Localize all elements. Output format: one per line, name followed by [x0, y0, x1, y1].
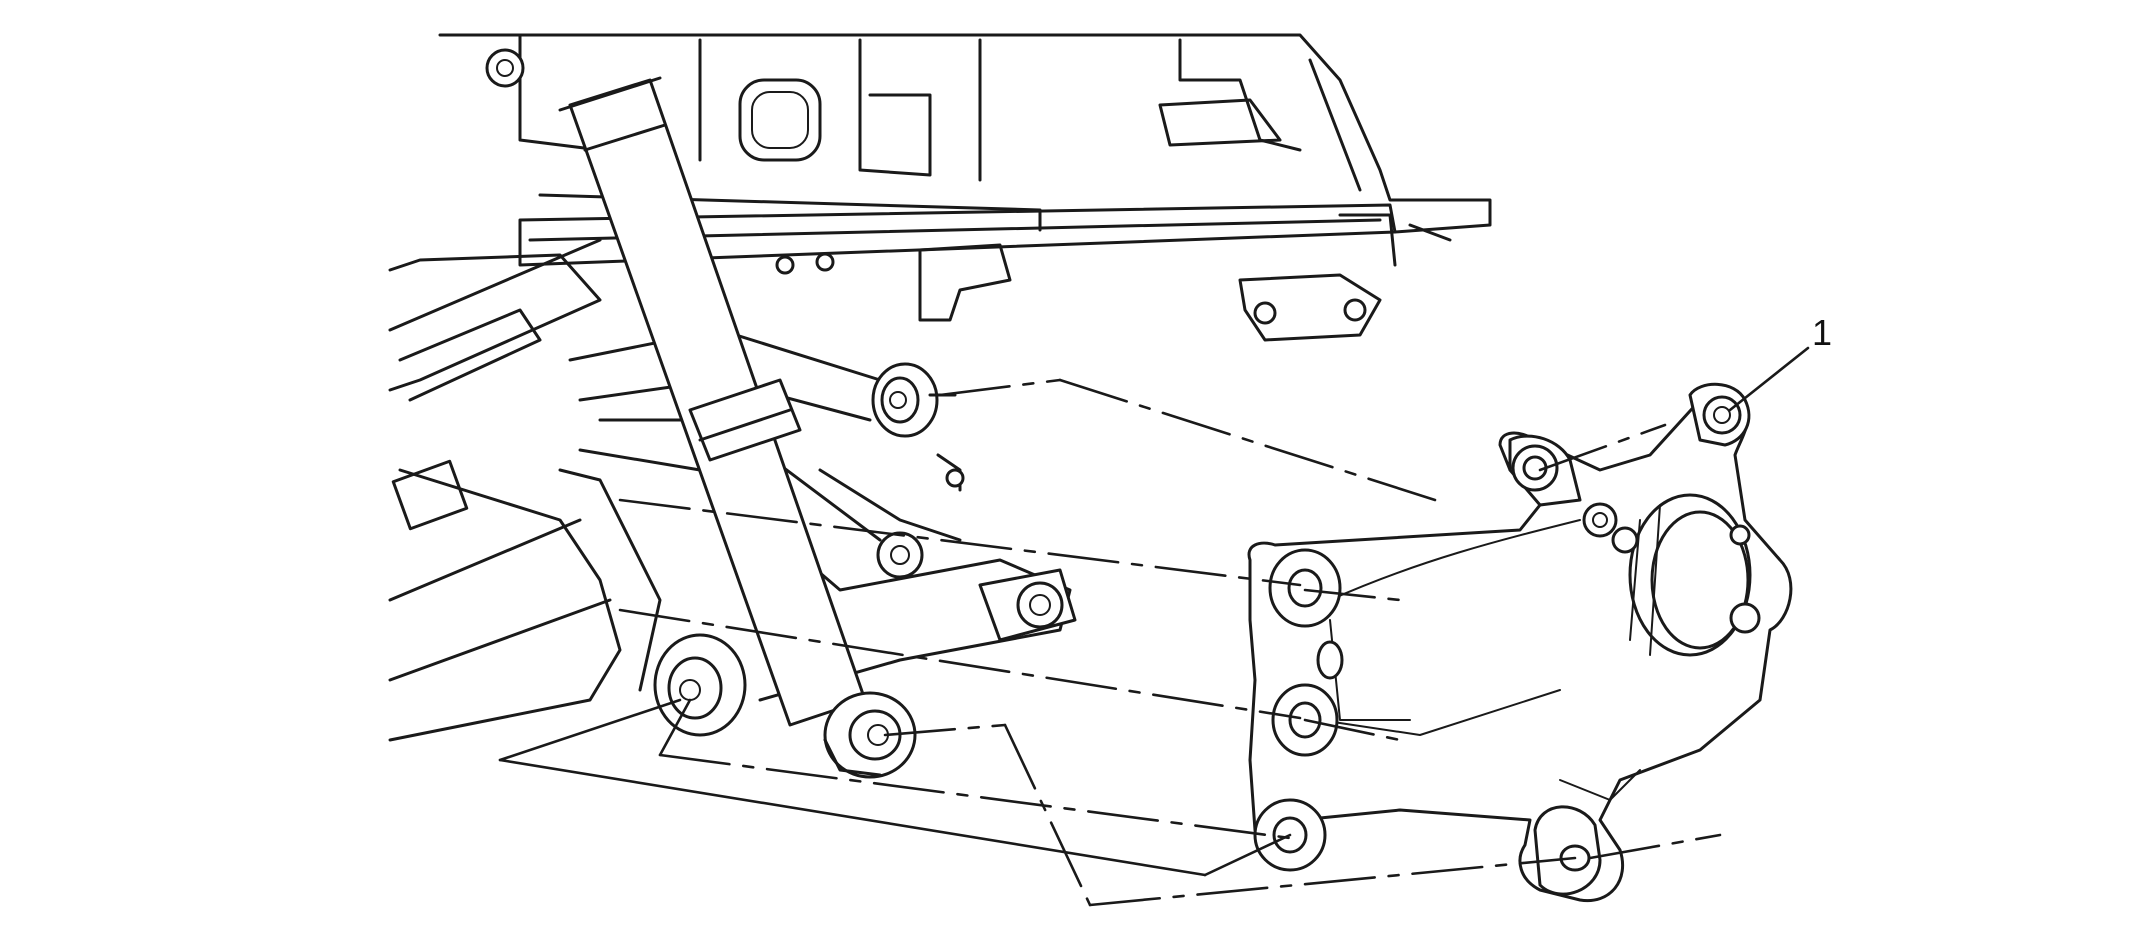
- vehicle-frame: [438, 33, 1492, 342]
- callout-1-label: 1: [1812, 312, 1832, 353]
- callout-1: 1: [1728, 312, 1832, 412]
- steering-knuckle: [1247, 382, 1793, 903]
- assembly-lines: [498, 378, 1722, 907]
- callout-1-leader: [1728, 346, 1810, 412]
